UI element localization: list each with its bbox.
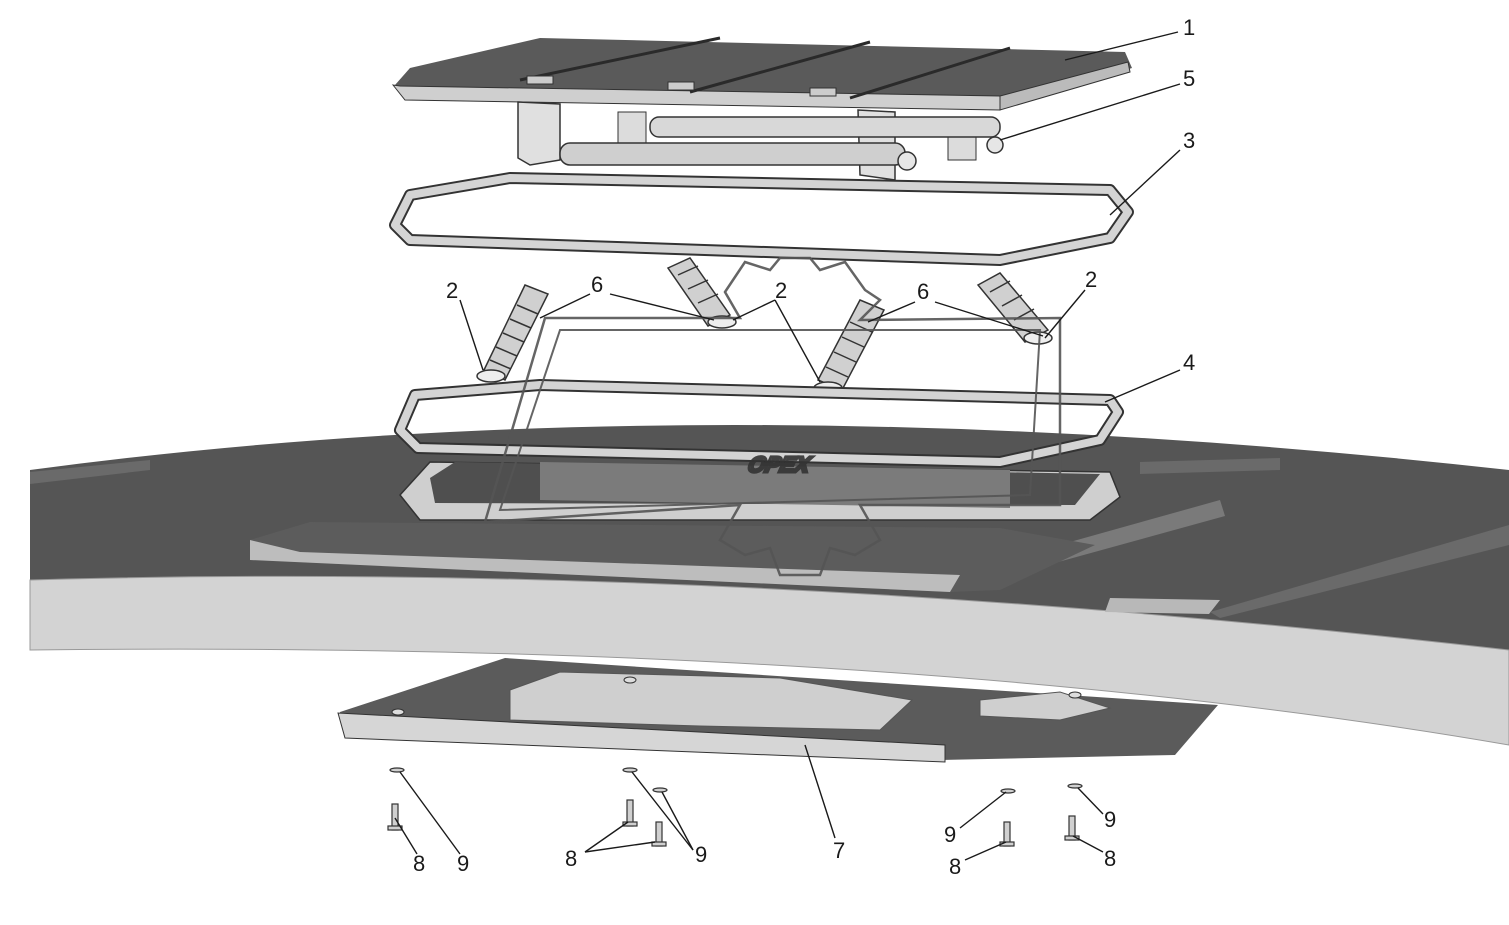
callout-4: 4	[1183, 350, 1195, 375]
callout-labels: 1 5 3 2 6 2 6 2 4 7 8 9 8 9 9 8 9 8	[413, 15, 1195, 879]
seal-frame-lower	[394, 379, 1124, 468]
callout-7: 7	[833, 838, 845, 863]
spring-right	[976, 272, 1053, 345]
callout-2: 2	[1085, 267, 1097, 292]
spring-center-right	[813, 299, 886, 395]
callout-2: 2	[446, 278, 458, 303]
callout-8: 8	[413, 851, 425, 876]
callout-6: 6	[591, 272, 603, 297]
callout-5: 5	[1183, 66, 1195, 91]
seal-frame-upper	[389, 172, 1134, 266]
leader-lines	[394, 31, 1181, 861]
watermark-logo: OPEX	[483, 256, 1062, 577]
callout-2: 2	[775, 278, 787, 303]
springs	[476, 257, 1053, 395]
callout-8: 8	[949, 854, 961, 879]
callout-8: 8	[1104, 846, 1116, 871]
callout-3: 3	[1183, 128, 1195, 153]
spring-left	[476, 284, 550, 383]
callout-9: 9	[695, 842, 707, 867]
callout-9: 9	[1104, 807, 1116, 832]
callout-8: 8	[565, 846, 577, 871]
watermark-text: OPEX	[746, 452, 814, 477]
callout-9: 9	[944, 822, 956, 847]
callout-1: 1	[1183, 15, 1195, 40]
hatch-lid	[391, 36, 1132, 181]
screws-washers	[387, 767, 1083, 847]
callout-6: 6	[917, 279, 929, 304]
callout-9: 9	[457, 851, 469, 876]
inner-trim-panel	[337, 658, 1218, 763]
